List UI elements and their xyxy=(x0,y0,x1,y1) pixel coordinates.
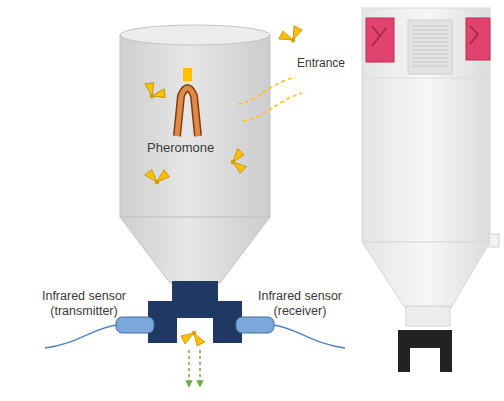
insect xyxy=(277,22,305,48)
sensor-label: Infrared sensor (transmitter) xyxy=(34,289,134,319)
insect-wing xyxy=(233,158,248,174)
insect-body xyxy=(149,93,155,99)
lure-holder xyxy=(183,68,192,81)
sensor-neck xyxy=(172,281,218,303)
entrance-trail xyxy=(238,78,292,104)
insect-body xyxy=(192,331,197,336)
insect xyxy=(144,167,170,186)
trap-funnel xyxy=(120,217,270,283)
insect-wing xyxy=(229,147,245,162)
insect-body xyxy=(230,159,236,165)
photo-sensor-clip xyxy=(398,330,452,372)
sensor-wire xyxy=(273,325,345,348)
exit-arrow xyxy=(199,350,201,384)
infrared-transmitter xyxy=(116,317,154,333)
photo-pink-panel xyxy=(466,18,490,60)
insect-wing xyxy=(181,333,194,344)
insect-body xyxy=(290,37,296,43)
infrared-receiver xyxy=(236,317,274,333)
photo-tab xyxy=(489,234,499,247)
insect-wing xyxy=(194,333,205,346)
pheromone-lure xyxy=(177,88,198,136)
sensor-wire xyxy=(45,325,117,348)
insect-wing xyxy=(287,24,304,40)
photo-funnel xyxy=(362,242,490,308)
entrance-trail xyxy=(243,93,302,121)
pheromone-label: Pheromone xyxy=(147,140,231,156)
photo-trap-body xyxy=(362,8,490,242)
entrance-label: Entrance xyxy=(297,56,377,70)
photo-seam xyxy=(362,78,490,79)
photo-neck xyxy=(406,306,450,326)
insect-wing xyxy=(152,86,168,101)
photo-pink-panel xyxy=(366,18,394,62)
exit-arrow xyxy=(188,350,190,384)
insect-wing xyxy=(142,80,157,96)
insect-body xyxy=(154,179,159,184)
insect xyxy=(227,147,250,175)
pheromone-lure xyxy=(177,88,198,136)
photo-window-slats xyxy=(412,26,448,66)
photo-window xyxy=(408,20,452,74)
sensor-label: Infrared sensor (receiver) xyxy=(250,289,350,319)
insect xyxy=(141,80,169,103)
trap-opening xyxy=(120,25,270,45)
trap-body xyxy=(120,35,270,217)
insect-wing xyxy=(277,29,293,46)
insect xyxy=(181,331,205,346)
